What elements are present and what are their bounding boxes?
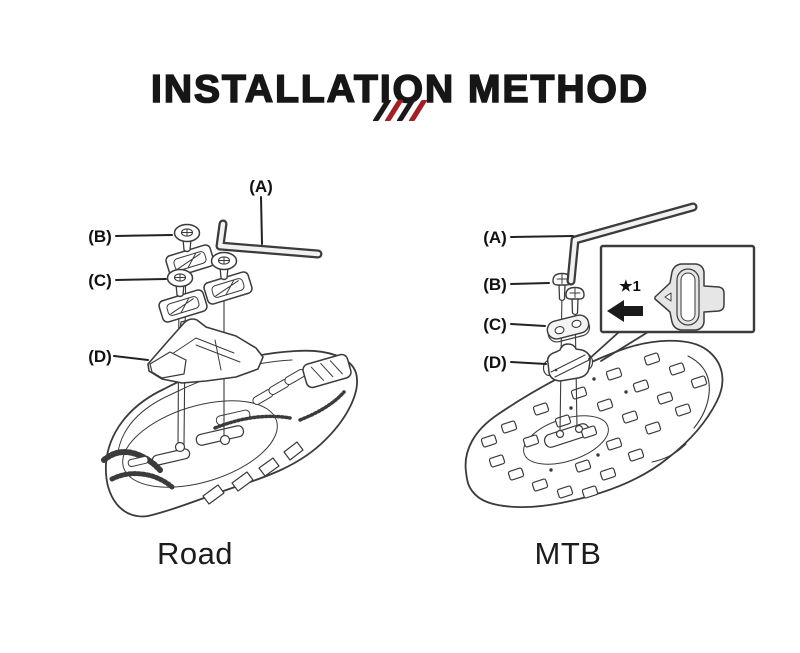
mtb-screw-2 — [565, 286, 585, 316]
mtb-inset-cleat-top-view — [654, 263, 725, 331]
mtb-mount-hole — [555, 429, 565, 439]
road-caption: Road — [156, 536, 234, 571]
mtb-leader-a — [510, 235, 574, 238]
mtb-label-d: (D) — [483, 353, 507, 372]
mtb-leader-d — [510, 361, 547, 365]
road-hex-wrench — [215, 219, 323, 259]
road-leader-lines — [113, 196, 263, 361]
mtb-leader-lines — [510, 235, 574, 365]
mtb-inset-note: ★1 — [619, 278, 641, 295]
road-mount-hole — [174, 441, 186, 453]
mtb-inset-tail — [588, 331, 649, 362]
mtb-leader-c — [510, 323, 546, 327]
mtb-mount-hole — [574, 424, 584, 434]
road-leader-c — [115, 278, 167, 281]
road-label-d: (D) — [88, 347, 112, 366]
mtb-leader-b — [510, 282, 550, 285]
left-arrow-icon — [607, 300, 643, 322]
mtb-label-b: (B) — [483, 275, 507, 294]
mtb-hex-wrench — [566, 202, 698, 286]
road-cleat — [147, 318, 264, 384]
mtb-label-a: (A) — [483, 228, 507, 247]
road-shoe — [101, 349, 358, 518]
road-washer-3 — [202, 270, 254, 306]
road-label-a: (A) — [249, 177, 273, 196]
mtb-diagram: ★1 (A) (B) (C) (D) — [464, 202, 756, 508]
road-leader-a — [260, 196, 263, 245]
mtb-cleat — [542, 343, 594, 382]
road-diagram: (A) (B) (C) (D) — [88, 177, 358, 518]
road-leader-b — [115, 234, 173, 237]
mtb-label-c: (C) — [483, 315, 507, 334]
road-leader-d — [113, 355, 149, 361]
road-mount-hole — [219, 434, 231, 446]
road-label-c: (C) — [88, 271, 112, 290]
mtb-inset-callout: ★1 — [588, 244, 756, 362]
road-label-b: (B) — [88, 227, 112, 246]
mtb-caption: MTB — [534, 536, 602, 571]
mtb-washer-plate — [546, 314, 591, 343]
